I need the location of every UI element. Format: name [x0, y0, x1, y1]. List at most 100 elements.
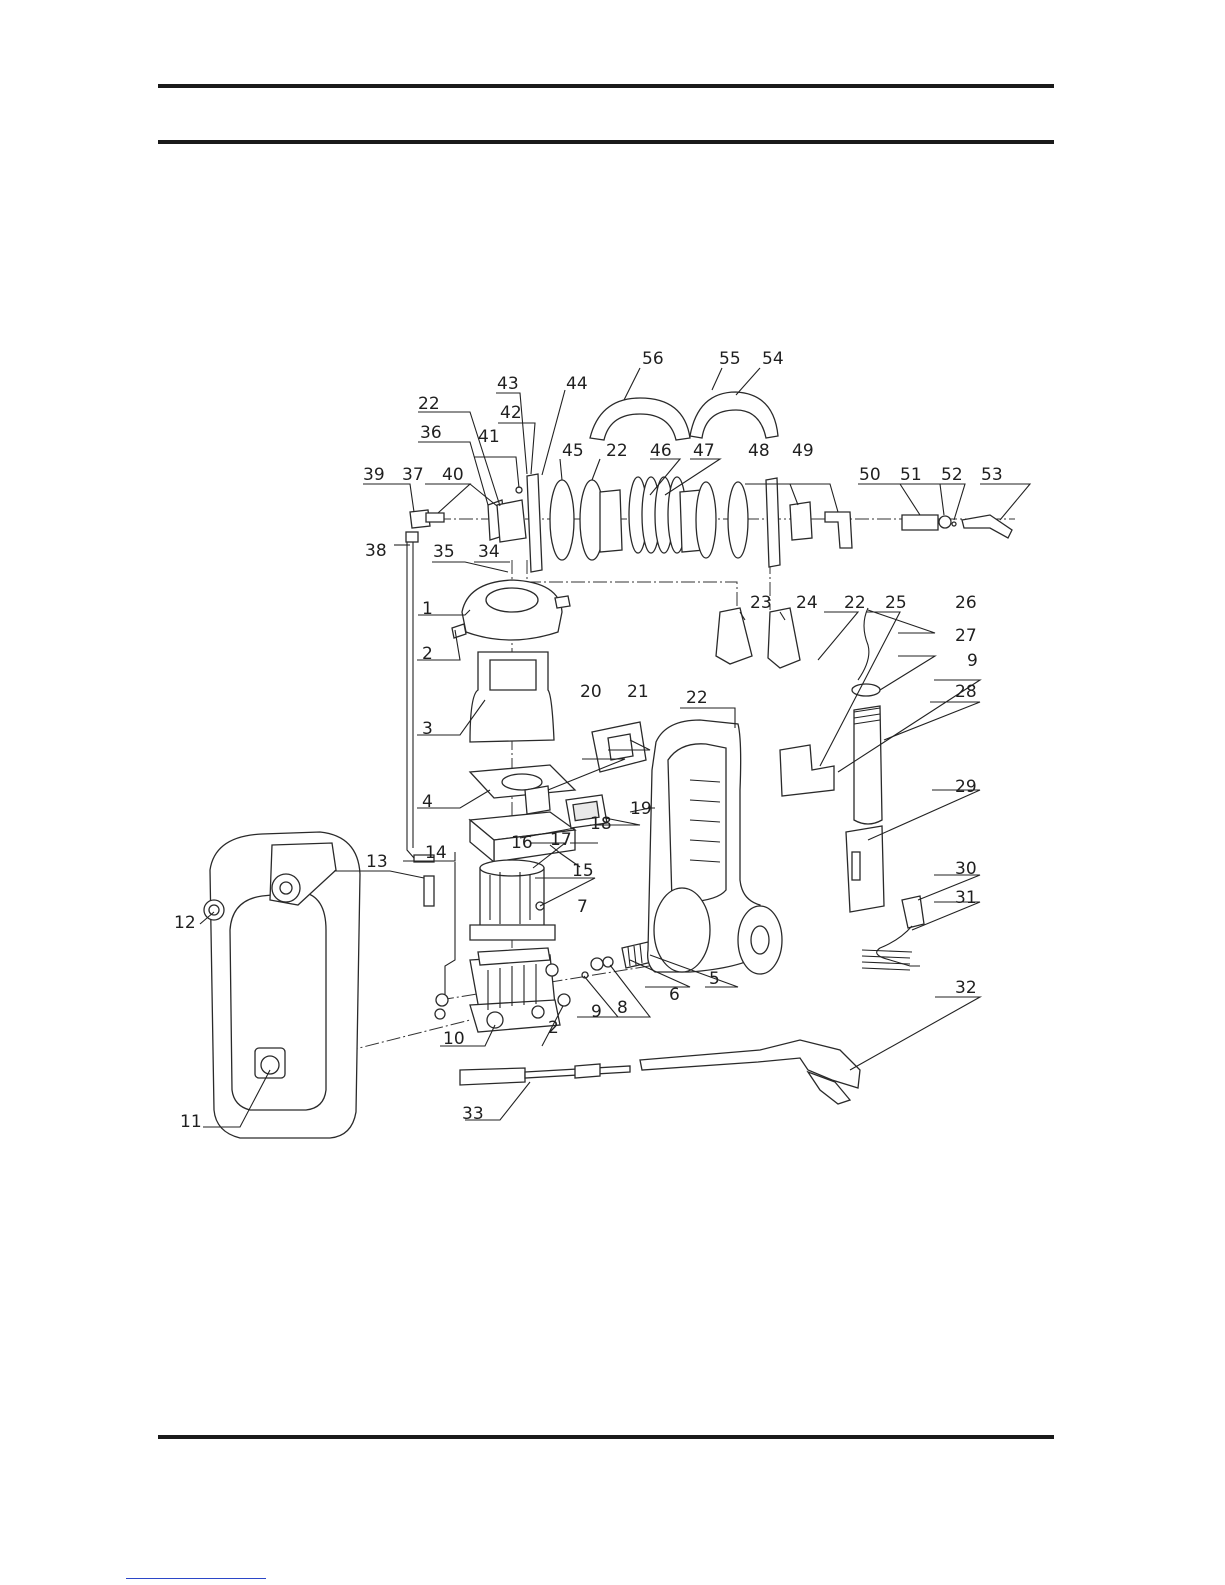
callout-45: 45: [562, 441, 584, 461]
callout-12: 12: [174, 913, 196, 933]
callout-40: 40: [442, 465, 464, 485]
holder-29-slot: [852, 852, 860, 880]
callout-6: 6: [669, 985, 680, 1005]
pump-base: [470, 1000, 560, 1032]
front-wheel-hub: [751, 926, 769, 954]
callout-31: 31: [955, 888, 977, 908]
callout-37: 37: [402, 465, 424, 485]
motor-top: [480, 860, 544, 876]
callout-50: 50: [859, 465, 881, 485]
reel-support-part-24: [768, 608, 800, 668]
callout-30: 30: [955, 859, 977, 879]
hose-piece-2: [424, 876, 434, 906]
cap-part-27: [852, 684, 880, 696]
nut-part-2: [558, 994, 570, 1006]
callout-55: 55: [719, 349, 741, 369]
callout-29: 29: [955, 777, 977, 797]
callout-35: 35: [433, 542, 455, 562]
callout-54: 54: [762, 349, 784, 369]
knob-center: [209, 905, 219, 915]
callout-53: 53: [981, 465, 1003, 485]
drum-part: [600, 490, 622, 552]
nut-left-2: [435, 1009, 445, 1019]
callout-23: 23: [750, 593, 772, 613]
washer-part-51: [939, 516, 951, 528]
callout-3: 3: [422, 719, 433, 739]
callout-41: 41: [478, 427, 500, 447]
nut-right: [546, 964, 558, 976]
callout-27: 27: [955, 626, 977, 646]
callout-14: 14: [425, 843, 447, 863]
callout-21: 21: [627, 682, 649, 702]
callout-48: 48: [748, 441, 770, 461]
callout-2-top: 2: [422, 644, 433, 664]
arm-part-48: [766, 478, 780, 567]
hose-14: [445, 862, 455, 1000]
callout-36: 36: [420, 423, 442, 443]
callout-16: 16: [511, 833, 533, 853]
callout-22-mid: 22: [606, 441, 628, 461]
callout-43: 43: [497, 374, 519, 394]
plate-part-49: [790, 502, 812, 540]
hose-part-53: [962, 515, 1012, 538]
callout-8: 8: [617, 998, 628, 1018]
cord-part-31: [877, 926, 920, 966]
handle-part-50: [902, 515, 938, 530]
motor-cap-nut: [555, 596, 570, 608]
reel-support-part-23: [716, 608, 752, 664]
callout-22-top: 22: [418, 394, 440, 414]
arm-part-43: [527, 474, 542, 572]
front-cover-socket-ring: [261, 1056, 279, 1074]
lance-connector: [575, 1064, 600, 1078]
disc-part-47b: [696, 482, 716, 558]
fitting-part-7: [591, 958, 603, 970]
callout-13: 13: [366, 852, 388, 872]
callout-1: 1: [422, 599, 433, 619]
clip-slot: [608, 734, 633, 760]
disc-part-48: [728, 482, 748, 558]
cord-loops: [862, 950, 912, 970]
motor-cap-hole: [486, 588, 538, 612]
callout-34: 34: [478, 542, 500, 562]
callout-42: 42: [500, 403, 522, 423]
hose-coil-part-47: [629, 477, 686, 553]
nut-left: [436, 994, 448, 1006]
callout-2-bottom: 2: [548, 1018, 559, 1038]
holder-part-25: [780, 745, 834, 796]
callout-9-bottom: 9: [591, 1002, 602, 1022]
motor-cover-inner: [490, 660, 536, 690]
callout-38: 38: [365, 541, 387, 561]
handle-part-54: [690, 392, 778, 438]
main-frame-inner: [668, 744, 726, 902]
pump-inlet: [532, 1006, 544, 1018]
callout-18: 18: [590, 814, 612, 834]
callout-32: 32: [955, 978, 977, 998]
fitting-part-37: [426, 513, 444, 522]
callout-44: 44: [566, 374, 588, 394]
lance-part: [460, 1068, 525, 1085]
callout-26: 26: [955, 593, 977, 613]
callout-56: 56: [642, 349, 664, 369]
screw-part-52: [952, 522, 956, 526]
callout-47: 47: [693, 441, 715, 461]
callout-15: 15: [572, 861, 594, 881]
callout-11: 11: [180, 1112, 202, 1132]
callout-19: 19: [630, 799, 652, 819]
callout-9-top: 9: [967, 651, 978, 671]
callout-33: 33: [462, 1104, 484, 1124]
callout-7: 7: [577, 897, 588, 917]
callout-5: 5: [709, 969, 720, 989]
handle-part-56: [590, 398, 690, 440]
callout-22-frame: 22: [686, 688, 708, 708]
screw-part-2: [452, 624, 466, 638]
callout-4: 4: [422, 792, 433, 812]
callout-20: 20: [580, 682, 602, 702]
plate-part-40: [497, 500, 526, 542]
wire-part-26: [858, 608, 869, 680]
callout-25: 25: [885, 593, 907, 613]
callout-22-right: 22: [844, 593, 866, 613]
callout-28: 28: [955, 682, 977, 702]
motor-flange: [470, 925, 555, 940]
plate-part: [525, 786, 550, 814]
